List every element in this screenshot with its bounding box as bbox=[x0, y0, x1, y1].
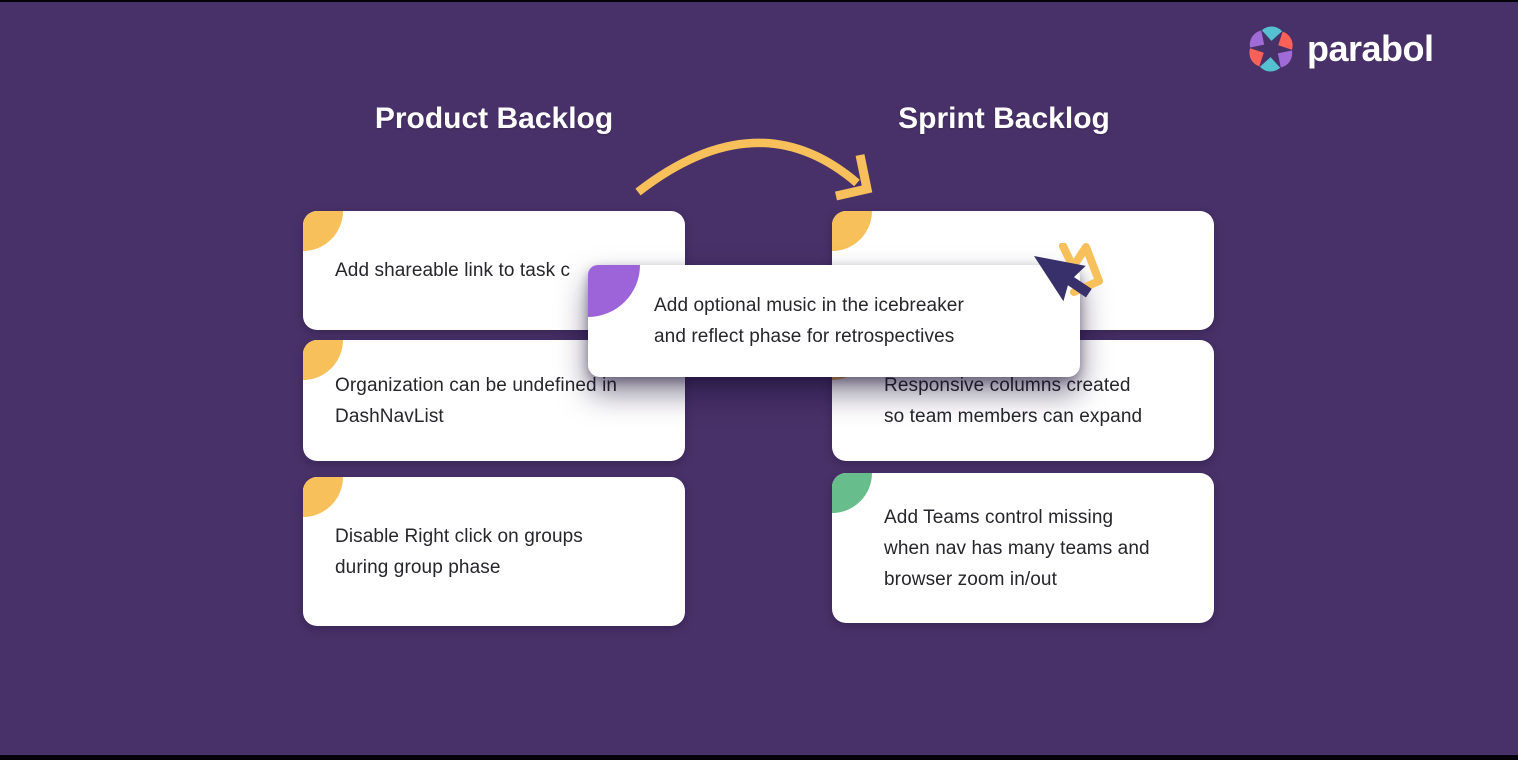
parabol-logo: parabol bbox=[1248, 26, 1434, 72]
task-card-text: Organization can be undefined in DashNav… bbox=[335, 374, 618, 427]
dragged-task-card-text: Add optional music in the icebreaker and… bbox=[654, 295, 964, 347]
task-card-text: Disable Right click on groups during gro… bbox=[335, 525, 583, 578]
click-spark-icon bbox=[1059, 243, 1103, 296]
task-card[interactable]: Add Teams control missing when nav has m… bbox=[832, 473, 1214, 623]
dragged-task-card[interactable]: Add optional music in the icebreaker and… bbox=[588, 265, 1080, 377]
task-card[interactable]: Disable Right click on groups during gro… bbox=[303, 477, 685, 626]
task-card-text: Add shareable link to task c bbox=[335, 260, 571, 281]
top-border bbox=[0, 0, 1518, 2]
card-accent-petal bbox=[303, 477, 343, 517]
bottom-border bbox=[0, 755, 1518, 760]
parabol-logo-mark bbox=[1249, 26, 1293, 72]
card-accent-petal bbox=[303, 211, 343, 251]
task-card-text: Responsive columns created so team membe… bbox=[884, 374, 1143, 427]
cursor-icon bbox=[1034, 256, 1092, 302]
cursor-overlay bbox=[1034, 243, 1103, 302]
column-title-sprint-backlog: Sprint Backlog bbox=[898, 102, 1110, 135]
column-title-product-backlog: Product Backlog bbox=[374, 102, 614, 135]
drag-arrow-icon bbox=[635, 138, 873, 201]
task-card-text: Add Teams control missing when nav has m… bbox=[884, 506, 1150, 590]
parabol-wordmark: parabol bbox=[1307, 28, 1434, 69]
